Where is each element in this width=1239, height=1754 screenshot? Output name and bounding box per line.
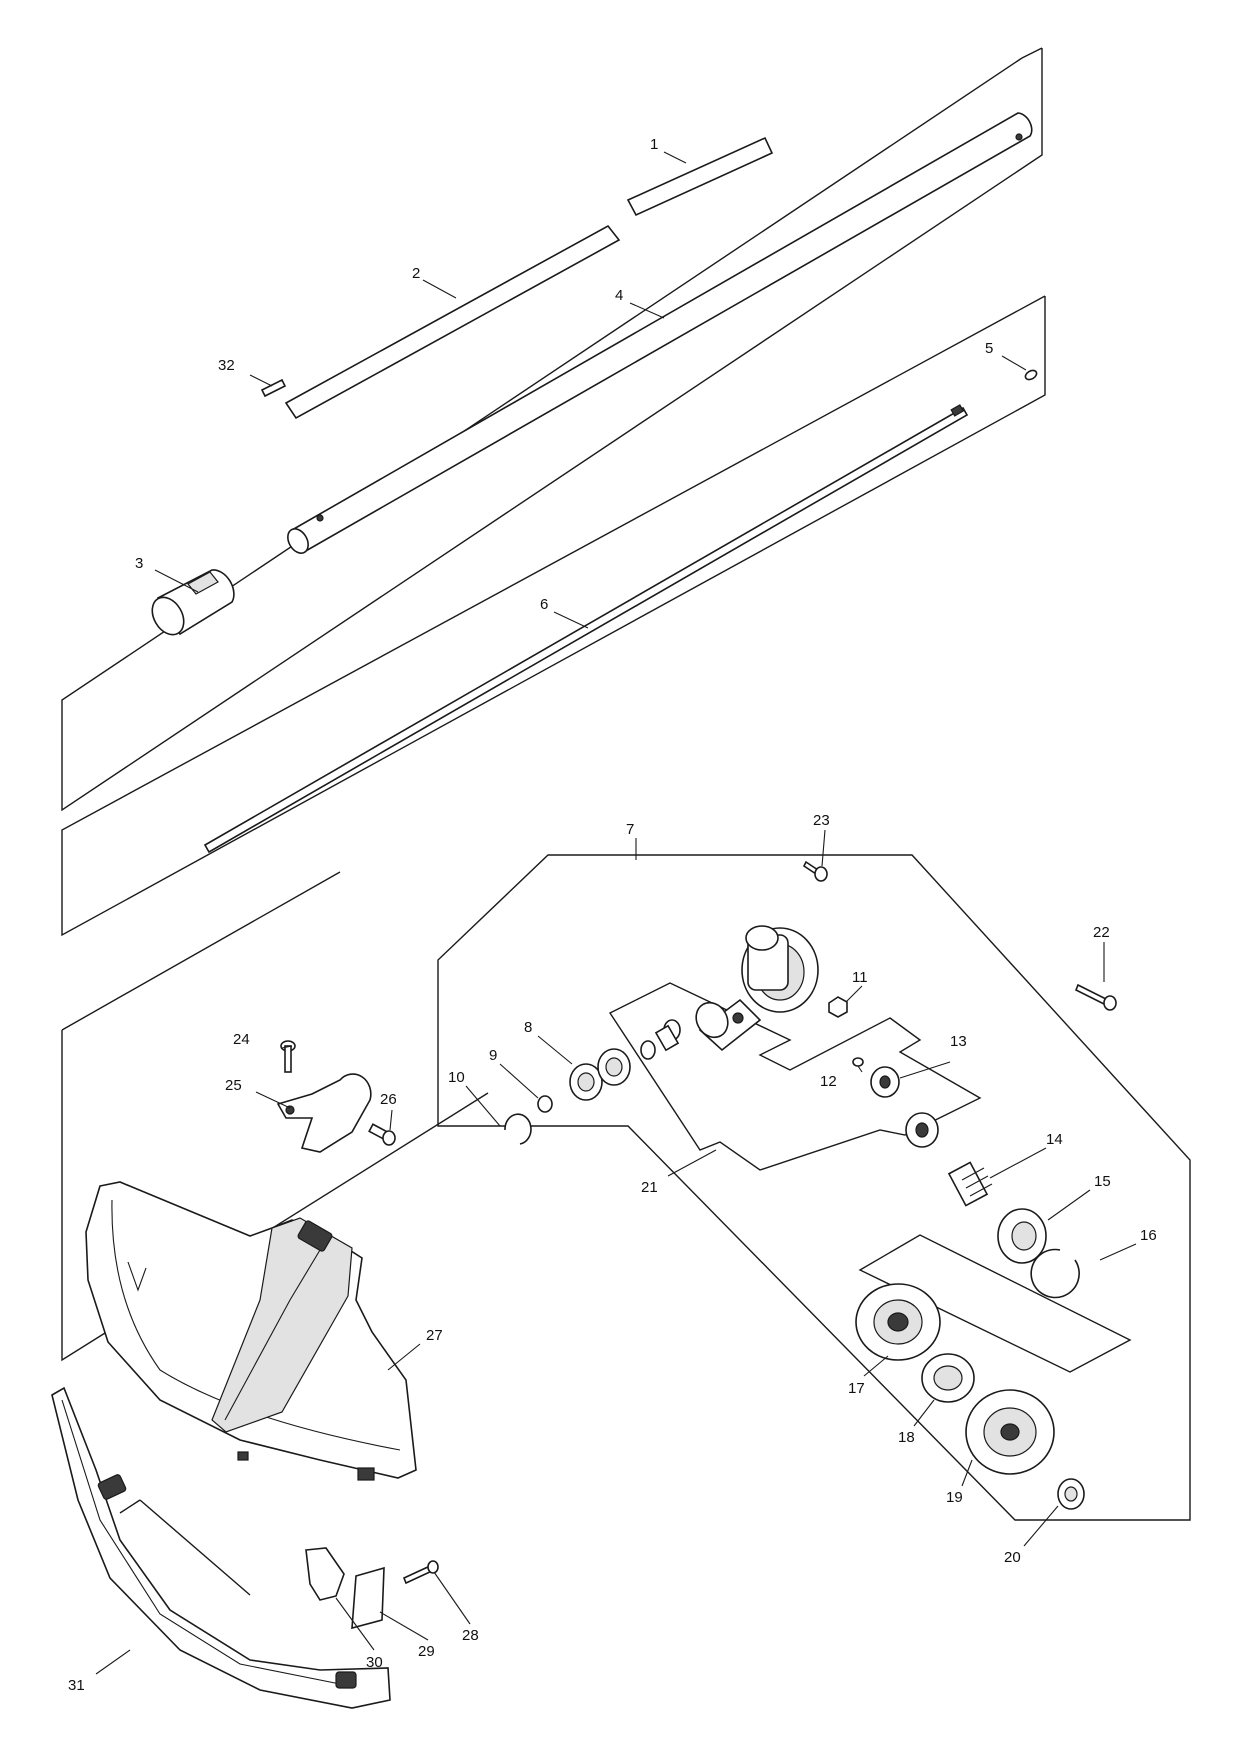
part-label-17: 17 (848, 1380, 865, 1397)
washer-18 (921, 1353, 975, 1403)
part-label-29: 29 (418, 1643, 435, 1660)
part-label-23: 23 (813, 812, 830, 829)
clamp-25 (276, 1073, 372, 1153)
bearing-8 (569, 1048, 631, 1101)
part-label-6: 6 (540, 596, 548, 613)
part-label-8: 8 (524, 1019, 532, 1036)
part-label-1: 1 (650, 136, 658, 153)
guard-extension-31 (51, 1386, 391, 1709)
leader-lines (95, 151, 1137, 1675)
bolt-23 (802, 860, 828, 882)
part-labels: 1 2 3 4 5 6 7 8 9 10 11 12 13 14 15 16 1… (68, 136, 1157, 1694)
part-label-18: 18 (898, 1429, 915, 1446)
part-label-16: 16 (1140, 1227, 1157, 1244)
cover-19 (965, 1389, 1055, 1475)
nut-20 (1057, 1478, 1085, 1510)
part-label-4: 4 (615, 287, 623, 304)
oring-12 (852, 1057, 864, 1067)
part-label-24: 24 (233, 1031, 250, 1048)
part-label-11: 11 (852, 969, 868, 986)
part-label-27: 27 (426, 1327, 443, 1344)
part-label-13: 13 (950, 1033, 967, 1050)
bolt-26 (368, 1123, 396, 1146)
washer-13 (870, 1066, 900, 1098)
shaft-group-outline (61, 47, 1043, 812)
part-label-14: 14 (1046, 1131, 1063, 1148)
outer-tube-4 (287, 112, 1033, 554)
snap-ring-16 (1030, 1248, 1080, 1299)
part-label-25: 25 (225, 1077, 242, 1094)
snap-ring-10 (504, 1113, 532, 1145)
drive-shaft-group-outline (61, 295, 1046, 937)
guard-27 (85, 1181, 417, 1481)
clip-30 (305, 1547, 345, 1601)
drive-shaft-6 (203, 404, 969, 854)
part-label-21: 21 (641, 1179, 658, 1196)
part-label-5: 5 (985, 340, 993, 357)
part-label-28: 28 (462, 1627, 479, 1644)
washer-13b (905, 1112, 939, 1148)
blade-holder-17 (855, 1283, 941, 1361)
part-label-12: 12 (820, 1073, 837, 1090)
input-shaft-21 (640, 1019, 681, 1060)
bearing-group-outline (608, 982, 982, 1171)
part-label-31: 31 (68, 1677, 85, 1694)
part-label-19: 19 (946, 1489, 963, 1506)
output-shaft-14 (947, 1161, 993, 1207)
part-label-26: 26 (380, 1091, 397, 1108)
part-label-2: 2 (412, 265, 420, 282)
part-label-22: 22 (1093, 924, 1110, 941)
guard-clip-outline (119, 1499, 251, 1596)
part-label-7: 7 (626, 821, 634, 838)
part-label-9: 9 (489, 1047, 497, 1064)
bolt-24 (280, 1040, 296, 1073)
small-decal-32 (260, 378, 287, 398)
part-label-15: 15 (1094, 1173, 1111, 1190)
part-label-10: 10 (448, 1069, 465, 1086)
bearing-15 (997, 1208, 1047, 1264)
guard-group-outline (61, 871, 489, 1362)
part-label-20: 20 (1004, 1549, 1021, 1566)
bolt-22 (1074, 983, 1117, 1011)
gear-head-7 (695, 925, 819, 1052)
nut-11 (828, 996, 848, 1018)
clip-5 (1024, 369, 1038, 381)
ring-9 (537, 1095, 553, 1113)
plate-29 (351, 1566, 385, 1630)
part-label-30: 30 (366, 1654, 383, 1671)
gear-head-group-outline (437, 854, 1191, 1521)
label-sticker-2 (284, 224, 621, 420)
screw-28 (402, 1560, 439, 1585)
part-label-3: 3 (135, 555, 143, 572)
blade-group-outline (858, 1234, 1132, 1373)
part-label-32: 32 (218, 357, 235, 374)
label-sticker-1 (626, 136, 774, 217)
end-cap-3 (151, 569, 235, 636)
